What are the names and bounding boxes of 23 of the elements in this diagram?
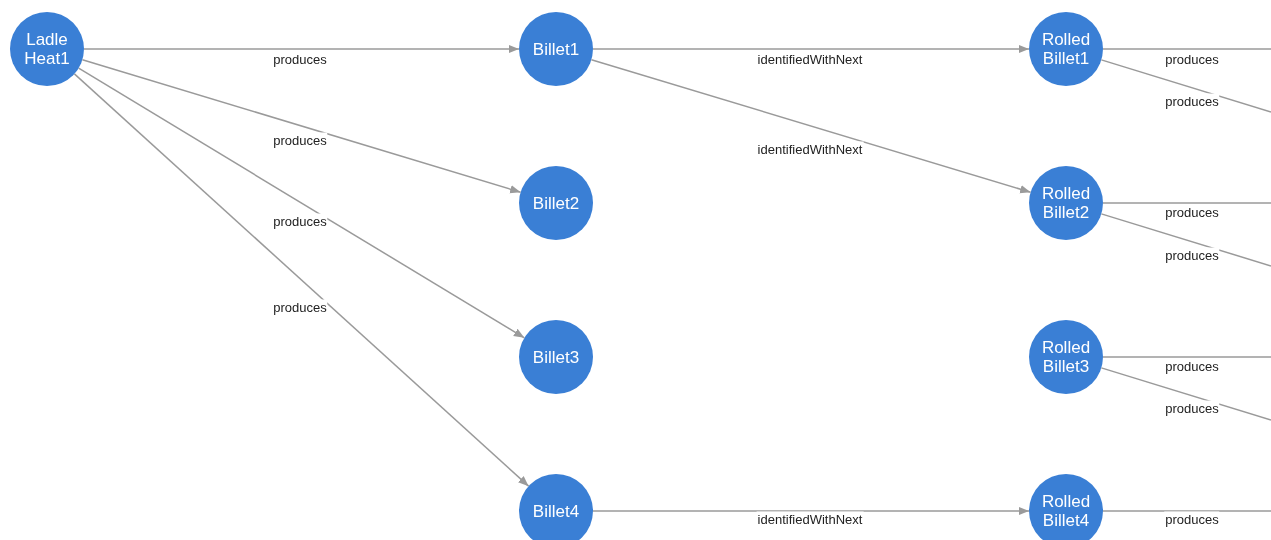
- arrow: [592, 44, 1030, 54]
- node-label: Rolled Billet4: [1040, 492, 1092, 530]
- edge-label: produces: [1164, 400, 1220, 416]
- arrow: [73, 73, 530, 487]
- arrow: [83, 44, 520, 54]
- node-label: Rolled Billet2: [1040, 184, 1092, 222]
- arrow: [81, 58, 522, 194]
- arrow: [590, 58, 1032, 194]
- edge-label: produces: [272, 132, 328, 148]
- arrow: [592, 506, 1030, 516]
- node-label: Billet2: [531, 193, 581, 213]
- edge-label: identifiedWithNext: [756, 141, 864, 157]
- edge-label: produces: [272, 299, 328, 315]
- node-label: Billet4: [531, 501, 581, 521]
- node-label: Billet1: [531, 39, 581, 59]
- node-label: Billet3: [531, 347, 581, 367]
- arrow: [77, 67, 526, 339]
- node-label: Ladle Heat1: [23, 30, 71, 68]
- edge-label: produces: [1164, 93, 1220, 109]
- node-label: Rolled Billet1: [1040, 30, 1092, 68]
- edge-label: produces: [1164, 247, 1220, 263]
- edge-label: produces: [272, 213, 328, 229]
- node-label: Rolled Billet3: [1040, 338, 1092, 376]
